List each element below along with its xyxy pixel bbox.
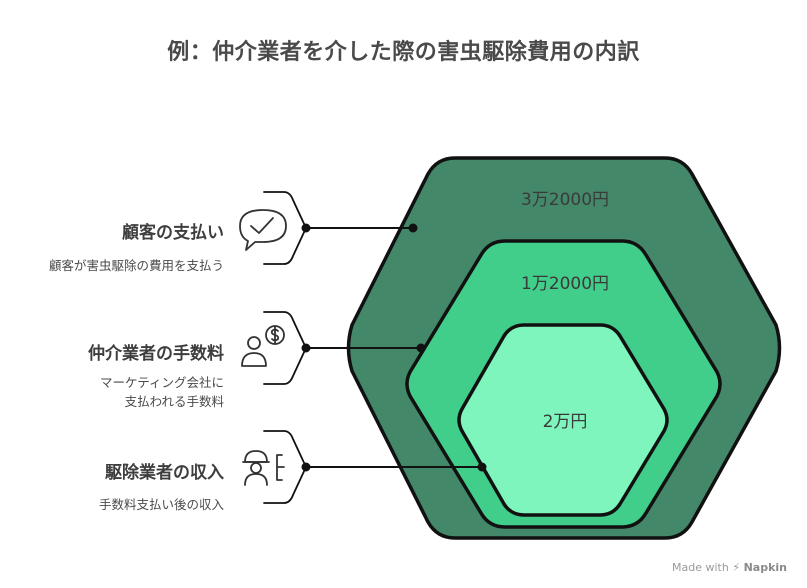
inner-layer-label: 2万円 <box>543 412 588 432</box>
footer-prefix: Made with <box>672 561 729 574</box>
inner-hexagon <box>457 323 669 517</box>
connector-dot <box>416 343 426 353</box>
check-speech-bubble-icon <box>239 209 287 251</box>
connector-dot <box>477 462 487 472</box>
row-desc-fee-line2: 支払われる手数料 <box>124 394 224 409</box>
row-title-fee: 仲介業者の手数料 <box>88 344 224 364</box>
outer-layer-label: 3万2000円 <box>521 190 609 210</box>
person-dollar-icon <box>241 325 285 367</box>
footer-credit: Made with ⚡ Napkin <box>672 561 787 574</box>
connector-dot <box>408 223 418 233</box>
middle-layer-label: 1万2000円 <box>521 274 609 294</box>
bracket-fee <box>263 311 307 385</box>
bracket-payment <box>263 191 307 265</box>
row-title-payment: 顧客の支払い <box>122 223 224 243</box>
row-desc-payment: 顧客が害虫駆除の費用を支払う <box>48 258 224 273</box>
bracket-income <box>263 430 307 504</box>
footer-brand: Napkin <box>743 561 787 574</box>
row-desc-fee-line1: マーケティング会社に <box>99 375 224 390</box>
page-title: 例：仲介業者を介した際の害虫駆除費用の内訳 <box>167 40 640 65</box>
row-desc-income: 手数料支払い後の収入 <box>98 497 224 512</box>
napkin-logo-icon: ⚡ <box>732 561 741 574</box>
worker-helmet-icon <box>242 450 285 486</box>
row-title-income: 駆除業者の収入 <box>105 463 224 483</box>
